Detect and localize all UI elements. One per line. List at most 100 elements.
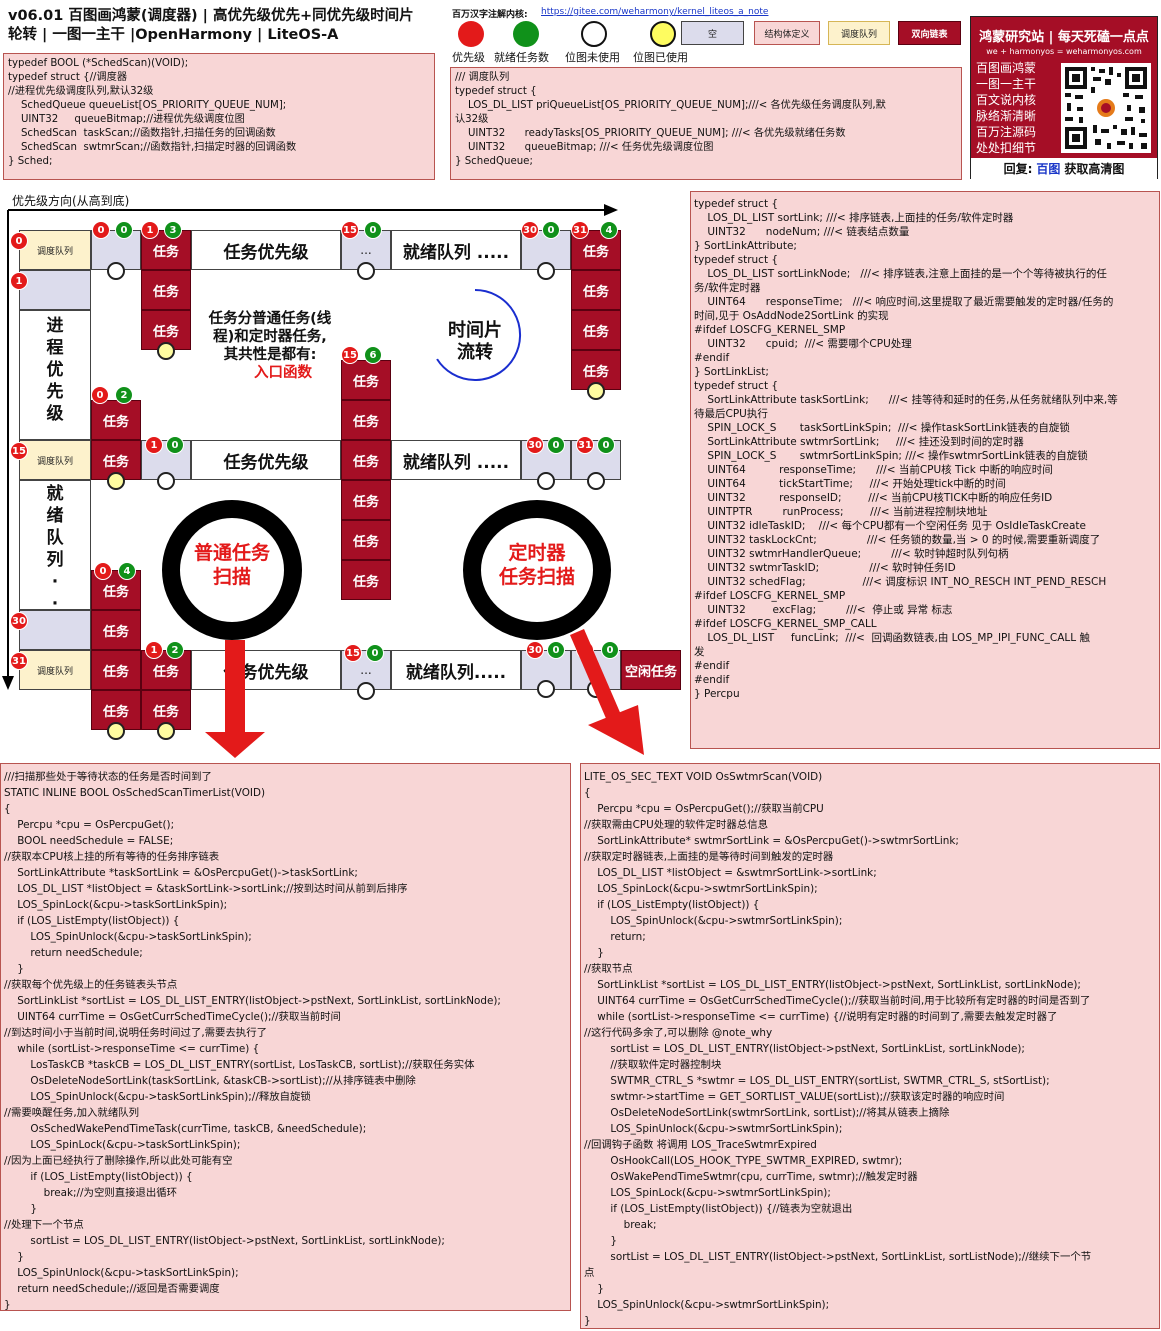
vchar: 就 <box>46 484 64 504</box>
bitmap-unused-dot <box>157 472 175 490</box>
ready-queue-vertical-cell: 就 绪 队 列 · · <box>19 480 91 614</box>
priority-badge: 0 <box>94 562 112 580</box>
bitmap-used-dot <box>157 342 175 360</box>
bitmap-unused-dot <box>537 680 555 698</box>
legend-used-dot <box>650 21 676 47</box>
reply-suffix: 获取高清图 <box>1064 162 1125 176</box>
axis-label: 优先级方向(从高到底) <box>12 194 130 208</box>
task-note: 任务分普通任务(线 程)和定时器任务, 其共性是都有: 入口函数 <box>196 310 344 382</box>
ready-count-badge: 0 <box>601 641 619 659</box>
timeslice-arc-icon <box>432 289 522 381</box>
priority-badge: 30 <box>521 221 539 239</box>
legend-unused-label: 位图未使用 <box>565 51 620 64</box>
swtmr-scan-code: LITE_OS_SEC_TEXT VOID OsSwtmrScan(VOID) … <box>580 763 1160 1329</box>
priority-badge: 1 <box>145 641 163 659</box>
task-cell: 任务 <box>571 310 621 350</box>
priority-badge: 15 <box>344 644 362 662</box>
vchar: 优 <box>46 360 64 380</box>
priority-badge: 31 <box>10 652 28 670</box>
vchar: · <box>51 572 59 592</box>
priority-badge: 15 <box>341 221 359 239</box>
ready-count-badge: 6 <box>364 346 382 364</box>
ready-count-badge: 0 <box>366 644 384 662</box>
ready-count-badge: 0 <box>115 221 133 239</box>
arrow-to-swtmr-code <box>570 629 644 755</box>
task-cell: 任务 <box>341 480 391 520</box>
site-lines: 百图画鸿蒙 一图一主干 百文说内核 脉络渐清晰 百万注源码 处处扣细节 <box>976 60 1036 156</box>
schedqueue-struct-code: /// 调度队列 typedef struct { LOS_DL_LIST pr… <box>450 67 962 180</box>
title-line-1: v06.01 百图画鸿蒙(调度器) | 高优先级优先+同优先级时间片 <box>8 8 414 24</box>
process-priority-cell: 进 程 优 先 级 <box>19 310 91 440</box>
scan-timer-code: ///扫描那些处于等待状态的任务是否时间到了 STATIC INLINE BOO… <box>0 763 571 1311</box>
axis-arrows <box>2 204 618 690</box>
ready-count-badge: 0 <box>166 436 184 454</box>
legend-struct-def: 结构体定义 <box>754 21 820 45</box>
site-line: 百文说内核 <box>976 93 1037 107</box>
site-line: 处处扣细节 <box>976 141 1037 155</box>
ring-line: 任务扫描 <box>498 566 575 588</box>
timer-scan-ring <box>463 500 611 640</box>
empty-cell <box>19 610 91 650</box>
title-line-2: 轮转 | 一图一主干 |OpenHarmony | LiteOS-A <box>8 27 339 43</box>
ready-count-badge: 4 <box>118 562 136 580</box>
ready-count-badge: 2 <box>166 641 184 659</box>
timer-scan-label: 定时器 任务扫描 <box>481 541 593 589</box>
bitmap-unused-dot <box>537 472 555 490</box>
site-line: 脉络渐清晰 <box>976 109 1037 123</box>
reply-prefix: 回复: <box>1003 162 1033 176</box>
task-cell: 任务 <box>141 270 191 310</box>
note-entry: 入口函数 <box>254 365 312 381</box>
annot-label: 百万汉字注解内核: <box>452 10 528 20</box>
ready-count-badge: 0 <box>542 221 560 239</box>
legend-unused-dot <box>581 21 607 47</box>
ready-count-badge: 0 <box>547 436 565 454</box>
ready-count-badge: 2 <box>115 386 133 404</box>
priority-badge: 0 <box>92 221 110 239</box>
legend-ready-label: 就绪任务数 <box>494 51 549 64</box>
arrow-to-scan-code <box>205 640 265 758</box>
task-scan-label: 普通任务 扫描 <box>180 541 284 589</box>
task-priority-label: 任务优先级 <box>191 230 341 270</box>
site-title: 鸿蒙研究站 | 每天死磕一点点 <box>979 30 1149 45</box>
ready-queue-label: 就绪队列..... <box>391 650 521 690</box>
task-cell: 任务 <box>341 440 391 480</box>
note-line: 程)和定时器任务, <box>213 329 327 345</box>
idle-task-cell: 空闲任务 <box>621 650 681 690</box>
ring-line: 定时器 <box>508 542 566 564</box>
vchar: 列 <box>46 550 64 570</box>
timeslice-line: 流转 <box>457 342 493 363</box>
bitmap-used-dot <box>107 722 125 740</box>
vchar: · <box>51 594 59 614</box>
site-line: 一图一主干 <box>976 77 1037 91</box>
sched-queue-cell: 调度队列 <box>19 440 91 480</box>
priority-badge: 31 <box>576 436 594 454</box>
ready-count-badge: 0 <box>547 641 565 659</box>
bitmap-used-dot <box>157 722 175 740</box>
sched-queue-cell: 调度队列 <box>19 650 91 690</box>
vchar: 队 <box>46 528 64 548</box>
ready-queue-label: 就绪队列 ..... <box>391 440 521 480</box>
priority-badge: 31 <box>571 221 589 239</box>
priority-badge: 1 <box>145 436 163 454</box>
sched-queue-cell: 调度队列 <box>19 230 91 270</box>
legend-empty: 空 <box>681 21 744 45</box>
legend-used-label: 位图已使用 <box>633 51 688 64</box>
qr-code-icon <box>1061 63 1151 153</box>
priority-badge: 1 <box>10 272 28 290</box>
page-title: v06.01 百图画鸿蒙(调度器) | 高优先级优先+同优先级时间片 轮转 | … <box>8 7 448 45</box>
task-cell: 任务 <box>341 520 391 560</box>
priority-badge: 15 <box>341 346 359 364</box>
bitmap-unused-dot <box>357 262 375 280</box>
site-line: 百图画鸿蒙 <box>976 61 1037 75</box>
priority-badge: 0 <box>10 232 28 250</box>
vchar: 进 <box>46 316 64 336</box>
legend-priority-dot <box>458 21 484 47</box>
bitmap-used-dot <box>587 382 605 400</box>
priority-badge: 30 <box>526 436 544 454</box>
reply-key: 百图 <box>1036 162 1061 176</box>
reply-bar: 回复: 百图 获取高清图 <box>971 158 1157 179</box>
vchar: 绪 <box>46 506 64 526</box>
bitmap-used-dot <box>107 472 125 490</box>
legend-sched-queue: 调度队列 <box>828 21 890 45</box>
annot-url[interactable]: https://gitee.com/weharmony/kernel_liteo… <box>541 7 769 17</box>
